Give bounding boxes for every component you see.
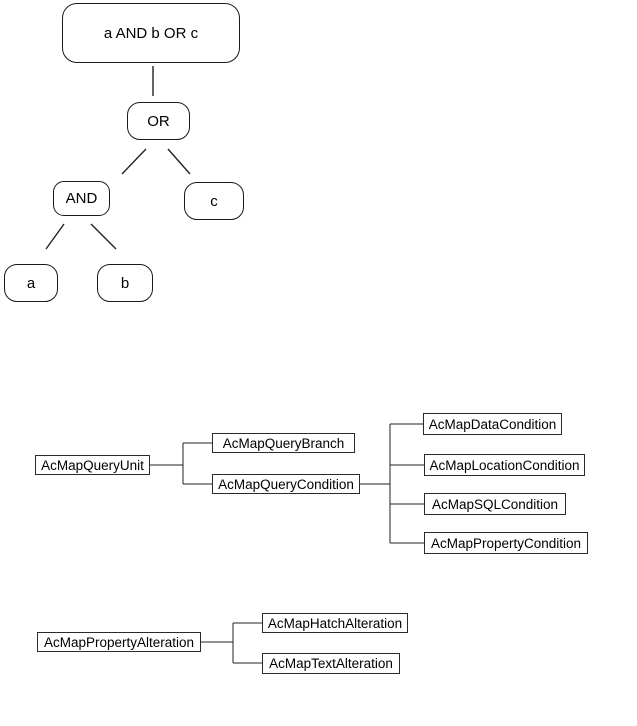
class-box-acmappropertyalteration: AcMapPropertyAlteration <box>37 632 201 652</box>
tree-node-a: a <box>4 264 58 302</box>
class-box-acmapdatacondition: AcMapDataCondition <box>423 413 562 435</box>
class-box-acmapsqlcondition: AcMapSQLCondition <box>424 493 566 515</box>
class-box-acmaptextalteration: AcMapTextAlteration <box>262 653 400 674</box>
tree-node-b: b <box>97 264 153 302</box>
class-box-acmaphatchalteration: AcMapHatchAlteration <box>262 613 408 633</box>
tree-node-root: a AND b OR c <box>62 3 240 63</box>
class-box-acmapquerybranch: AcMapQueryBranch <box>212 433 355 453</box>
tree-node-or: OR <box>127 102 190 140</box>
class-box-acmappropertycondition: AcMapPropertyCondition <box>424 532 588 554</box>
class-box-acmapqueryunit: AcMapQueryUnit <box>35 455 150 475</box>
class-box-acmaplocationcondition: AcMapLocationCondition <box>424 454 585 476</box>
tree-node-and: AND <box>53 181 110 216</box>
class-box-acmapquerycondition: AcMapQueryCondition <box>212 474 360 494</box>
tree-node-c: c <box>184 182 244 220</box>
